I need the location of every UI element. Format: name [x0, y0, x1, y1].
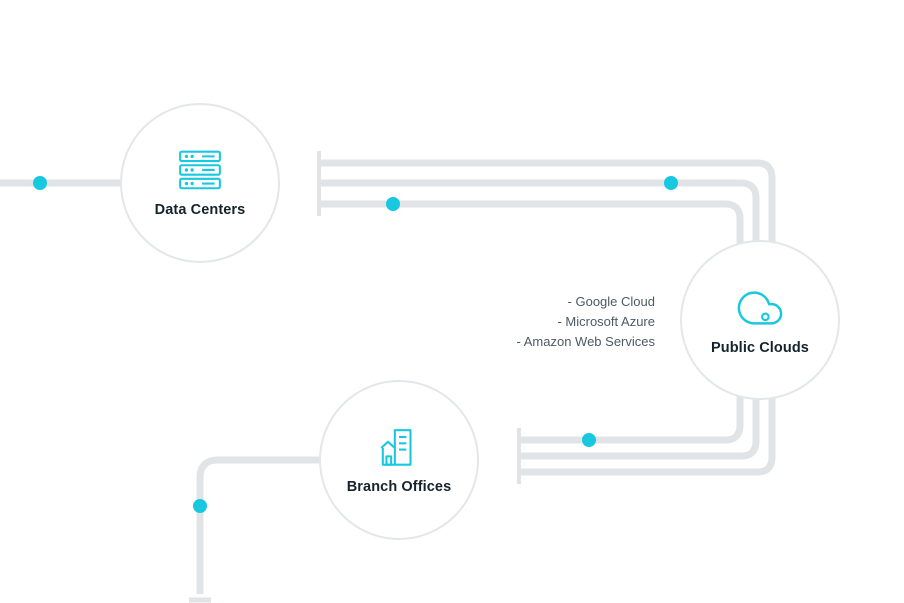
- node-data-centers: Data Centers: [120, 103, 280, 263]
- node-public-clouds: Public Clouds: [680, 240, 840, 400]
- node-branch-offices: Branch Offices: [319, 380, 479, 540]
- connector-dot: [582, 433, 596, 447]
- provider-item-google-cloud: - Google Cloud: [567, 294, 655, 309]
- connector-dot: [386, 197, 400, 211]
- node-label-branch-offices: Branch Offices: [346, 478, 452, 495]
- node-label-data-centers: Data Centers: [154, 201, 246, 218]
- cloud-provider-list: - Google Cloud - Microsoft Azure - Amazo…: [415, 292, 655, 352]
- office-building-icon: [380, 428, 412, 466]
- wire-branch-south: [196, 456, 400, 594]
- node-label-public-clouds: Public Clouds: [711, 339, 809, 356]
- server-stack-icon: [179, 150, 221, 189]
- connector-dot: [33, 176, 47, 190]
- connector-dot: [664, 176, 678, 190]
- cloud-icon: [737, 290, 783, 325]
- connector-dot: [193, 499, 207, 513]
- provider-item-amazon-web-services: - Amazon Web Services: [516, 334, 655, 349]
- provider-item-microsoft-azure: - Microsoft Azure: [557, 314, 655, 329]
